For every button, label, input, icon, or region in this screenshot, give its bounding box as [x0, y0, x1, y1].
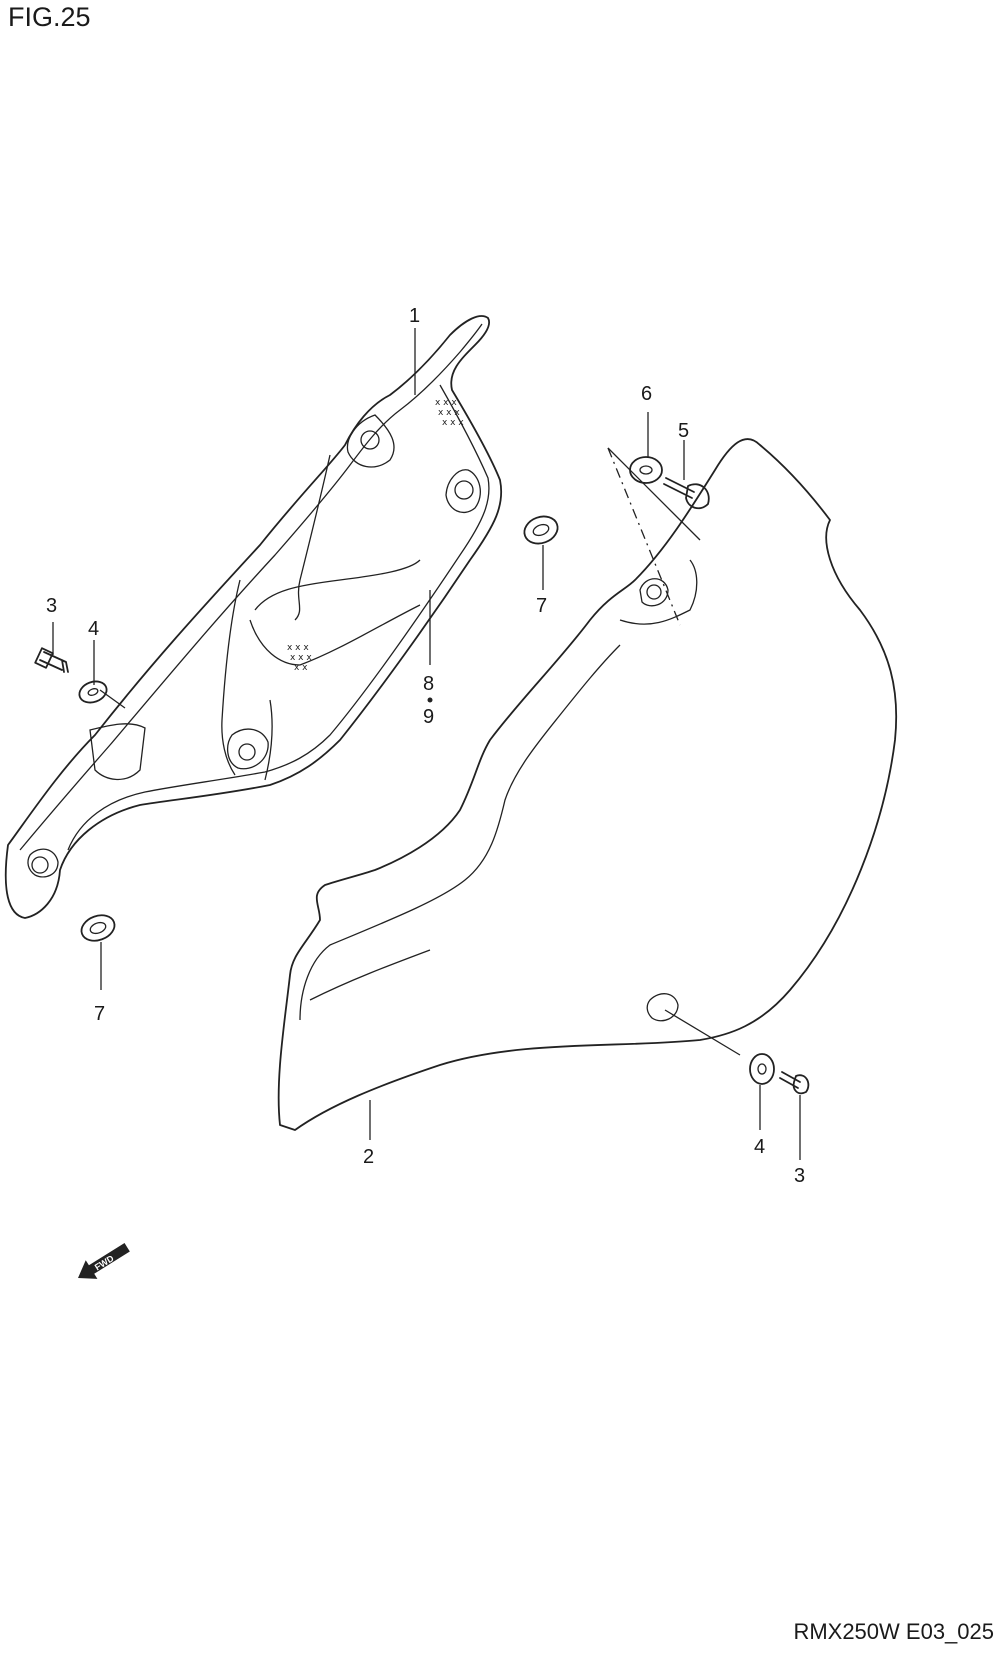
texture-marks-1: x x x x x x x x x x x x x x x x x [287, 398, 464, 673]
bolt-3-left [34, 647, 69, 673]
washer-4-right [749, 1053, 775, 1085]
callout-5: 5 [678, 420, 689, 442]
svg-text:x x x: x x x [442, 418, 464, 428]
washer-4-left [78, 680, 108, 704]
leader-lines [52, 328, 801, 1160]
callout-6: 6 [641, 383, 652, 405]
callout-4-left: 4 [88, 618, 99, 640]
washer-6 [629, 456, 663, 484]
callout-9: 9 [423, 706, 434, 728]
figure-label: FIG.25 [8, 2, 91, 32]
callout-4-right: 4 [754, 1136, 765, 1158]
callout-separator-dot [427, 697, 433, 703]
svg-text:x x: x x [294, 663, 308, 673]
bolt-3-right [779, 1071, 810, 1095]
part-side-cover [277, 438, 898, 1131]
fwd-arrow-icon: FWD [78, 1243, 130, 1279]
grommet-7-right [523, 515, 559, 545]
callout-8: 8 [423, 673, 434, 695]
callout-7-left: 7 [94, 1003, 105, 1025]
callout-3-left: 3 [46, 595, 57, 617]
grommet-7-left [80, 914, 116, 942]
callout-7-right: 7 [536, 595, 547, 617]
svg-text:x x x: x x x [287, 643, 309, 653]
callout-3-right: 3 [794, 1165, 805, 1187]
svg-text:x x x: x x x [438, 408, 460, 418]
bolt-5 [663, 477, 710, 510]
callout-2: 2 [363, 1146, 374, 1168]
callout-1: 1 [409, 305, 420, 327]
svg-text:x x x: x x x [290, 653, 312, 663]
reference-code: RMX250W E03_025 [793, 1619, 994, 1644]
svg-text:x x x: x x x [435, 398, 457, 408]
part-frame-cover: x x x x x x x x x x x x x x x x x [4, 315, 503, 919]
